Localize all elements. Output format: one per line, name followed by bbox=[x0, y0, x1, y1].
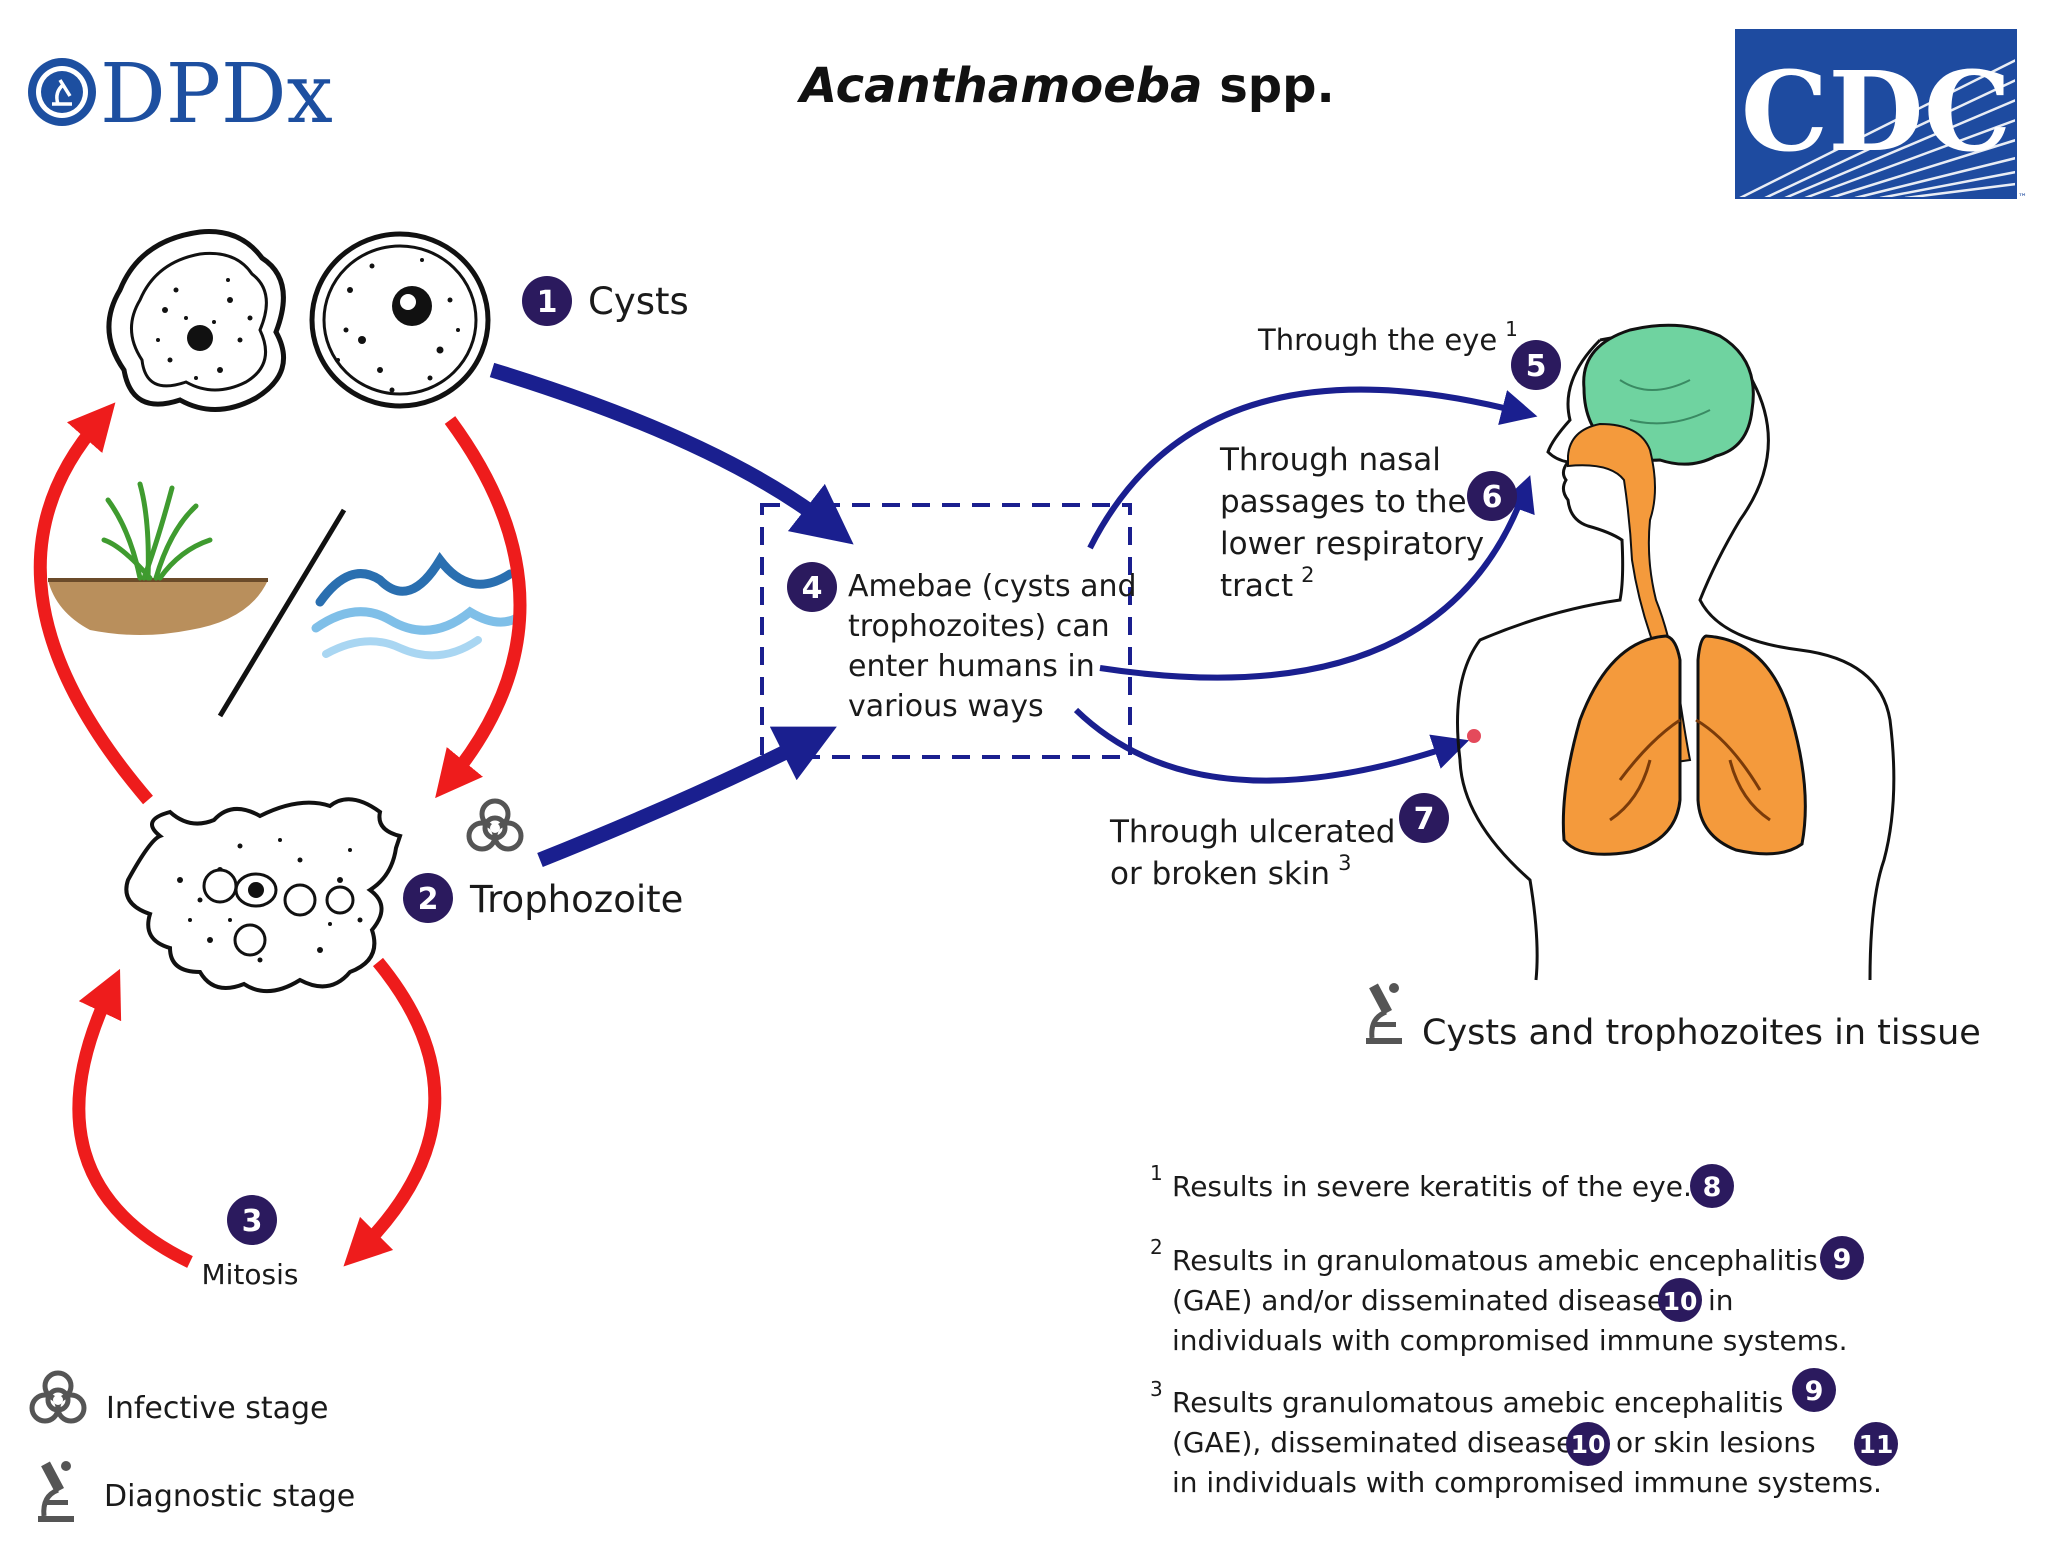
footnote-3-line-1: Results granulomatous amebic encephaliti… bbox=[1172, 1386, 1783, 1419]
route-skin-label: Through ulcerated or broken skin 3 bbox=[1109, 814, 1405, 892]
route-arrow-skin bbox=[1073, 707, 1470, 784]
cyst-illustration-2 bbox=[309, 231, 491, 409]
stage-badge-10b-number: 10 bbox=[1571, 1430, 1606, 1459]
cdc-logo-text: CDC bbox=[1741, 47, 2012, 176]
legend-biohazard-icon bbox=[32, 1373, 84, 1421]
route-nasal-line-2: passages to the bbox=[1220, 484, 1467, 520]
red-cycle-arrows bbox=[33, 402, 527, 1268]
route-nasal-line-4: tract bbox=[1220, 568, 1293, 604]
trophozoite-label: Trophozoite bbox=[469, 878, 683, 921]
footnote-1-sup: 1 bbox=[1150, 1161, 1163, 1185]
stage-badge-9a-number: 9 bbox=[1833, 1244, 1852, 1275]
entry-description: Amebae (cysts and trophozoites) can ente… bbox=[848, 569, 1146, 724]
stage-badge-11-number: 11 bbox=[1859, 1430, 1894, 1459]
stage-badge-8-number: 8 bbox=[1703, 1172, 1722, 1203]
stage-badge-6-number: 6 bbox=[1482, 480, 1503, 515]
entry-line-3: enter humans in bbox=[848, 649, 1095, 684]
route-skin-line-1: Through ulcerated bbox=[1109, 814, 1395, 850]
dpdx-logo-text: DPDx bbox=[100, 47, 333, 142]
grass-soil-icon bbox=[48, 481, 268, 635]
microscope-icon bbox=[1366, 983, 1402, 1044]
footnote-3-line-2b: or skin lesions bbox=[1616, 1426, 1816, 1459]
route-skin-sup: 3 bbox=[1338, 851, 1351, 875]
footnote-1: 1 Results in severe keratitis of the eye… bbox=[1150, 1161, 1734, 1208]
footnote-3-line-3: in individuals with compromised immune s… bbox=[1172, 1466, 1882, 1499]
stage-badge-10a bbox=[1658, 1278, 1702, 1322]
footnote-2-line-2a: (GAE) and/or disseminated disease bbox=[1172, 1284, 1664, 1317]
page-title-genus: Acanthamoeba bbox=[796, 58, 1203, 114]
route-nasal-line-3: lower respiratory bbox=[1220, 526, 1484, 562]
entry-line-2: trophozoites) can bbox=[848, 609, 1110, 644]
red-arrow-troph-to-cyst bbox=[33, 402, 153, 805]
stage-badge-6 bbox=[1467, 471, 1517, 521]
svg-text:™: ™ bbox=[2018, 193, 2027, 203]
stage-badge-5-number: 5 bbox=[1526, 349, 1547, 384]
stage-badge-10b bbox=[1566, 1422, 1610, 1466]
footnote-2-sup: 2 bbox=[1150, 1235, 1163, 1259]
red-arrow-cyst-to-troph bbox=[435, 416, 527, 799]
route-nasal-label: Through nasal passages to the lower resp… bbox=[1219, 442, 1494, 604]
tissue-label: Cysts and trophozoites in tissue bbox=[1422, 1013, 1981, 1053]
stage-badge-9b bbox=[1792, 1368, 1836, 1412]
legend-microscope-icon bbox=[38, 1461, 74, 1522]
water-waves-icon bbox=[311, 551, 525, 660]
footnote-2-line-1: Results in granulomatous amebic encephal… bbox=[1172, 1244, 1818, 1277]
route-arrow-eye bbox=[1087, 386, 1538, 550]
red-arrow-mitosis-to-troph bbox=[72, 968, 193, 1268]
entry-line-1: Amebae (cysts and bbox=[848, 569, 1137, 604]
legend-diagnostic-label: Diagnostic stage bbox=[104, 1479, 355, 1514]
stage-badge-2 bbox=[403, 873, 453, 923]
stage-badge-8 bbox=[1690, 1164, 1734, 1208]
stage-badge-2-number: 2 bbox=[418, 882, 439, 917]
route-skin-line-2: or broken skin bbox=[1110, 856, 1330, 892]
stage-badge-3-number: 3 bbox=[242, 1204, 263, 1239]
red-arrow-troph-to-mitosis bbox=[343, 957, 442, 1267]
stage-badge-3 bbox=[227, 1195, 277, 1245]
divider-slash bbox=[217, 508, 347, 718]
stage-badge-1-number: 1 bbox=[537, 285, 558, 320]
footnote-3-sup: 3 bbox=[1150, 1377, 1163, 1401]
footnote-3-line-2a: (GAE), disseminated disease bbox=[1172, 1426, 1573, 1459]
stage-badge-5 bbox=[1511, 340, 1561, 390]
blue-arrow-cysts-to-entry bbox=[489, 362, 854, 545]
route-nasal-line-1: Through nasal bbox=[1219, 442, 1441, 478]
dpdx-logo-icon: DPDx bbox=[28, 47, 333, 142]
stage-badge-7-number: 7 bbox=[1414, 802, 1435, 837]
footnote-2-line-2b: in bbox=[1708, 1284, 1734, 1317]
page-title: Acanthamoeba spp. bbox=[796, 58, 1335, 114]
lungs-icon bbox=[1561, 634, 1807, 856]
footnote-3: 3 Results granulomatous amebic encephali… bbox=[1150, 1368, 1898, 1499]
cysts-label: Cysts bbox=[588, 280, 689, 323]
route-nasal-sup: 2 bbox=[1301, 563, 1314, 587]
biohazard-icon bbox=[469, 801, 521, 849]
cyst-illustration-1 bbox=[106, 229, 286, 412]
stage-badge-4-number: 4 bbox=[802, 571, 823, 606]
footnote-1-text: Results in severe keratitis of the eye. bbox=[1172, 1170, 1692, 1203]
blue-arrow-troph-to-entry bbox=[537, 726, 837, 867]
stage-badge-11 bbox=[1854, 1422, 1898, 1466]
footnote-2-line-3: individuals with compromised immune syst… bbox=[1172, 1324, 1848, 1357]
legend: Infective stage Diagnostic stage bbox=[32, 1373, 355, 1522]
stage-badge-9b-number: 9 bbox=[1805, 1376, 1824, 1407]
route-arrow-nasal bbox=[1099, 475, 1535, 681]
stage-badge-9a bbox=[1820, 1236, 1864, 1280]
cdc-logo-icon: CDC ™ bbox=[1735, 29, 2027, 203]
footnote-2: 2 Results in granulomatous amebic enceph… bbox=[1150, 1235, 1864, 1357]
entry-line-4: various ways bbox=[848, 689, 1044, 724]
stage-badge-7 bbox=[1399, 793, 1449, 843]
legend-infective-label: Infective stage bbox=[106, 1391, 329, 1426]
page-title-species: spp. bbox=[1203, 58, 1335, 114]
mitosis-label: Mitosis bbox=[201, 1258, 298, 1291]
trophozoite-illustration bbox=[124, 797, 403, 993]
stage-badge-10a-number: 10 bbox=[1663, 1287, 1698, 1316]
stage-badge-1 bbox=[522, 276, 572, 326]
stage-badge-4 bbox=[787, 562, 837, 612]
entry-box bbox=[760, 503, 1132, 759]
